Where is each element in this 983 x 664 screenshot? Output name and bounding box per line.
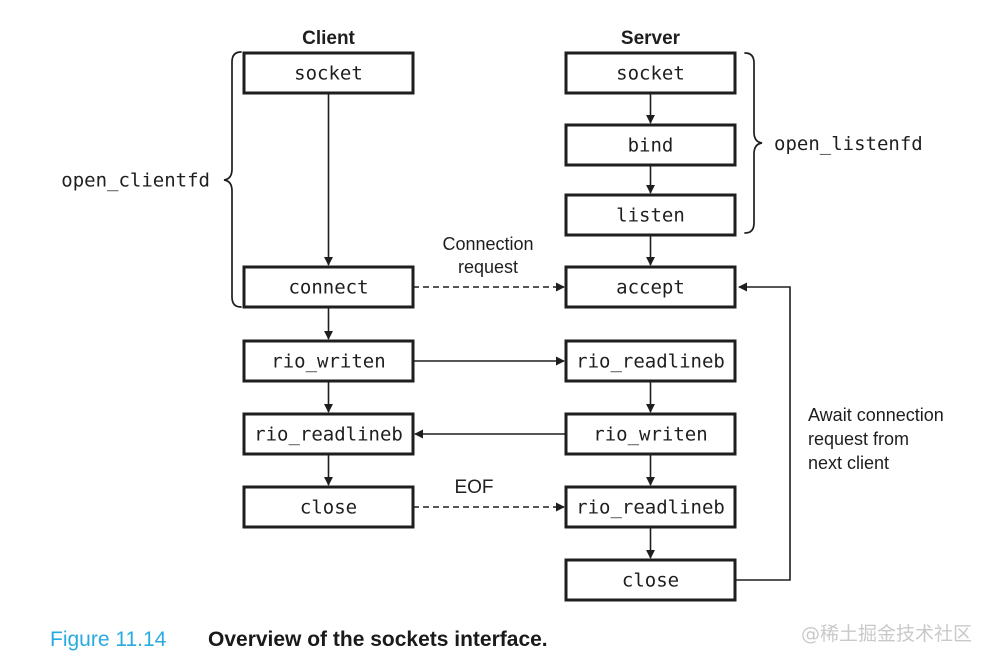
client-close-box: close: [242, 485, 415, 529]
server-accept-label: accept: [616, 277, 685, 299]
server-rio-readlineb1-label: rio_readlineb: [576, 351, 725, 373]
client-rio-writen-box: rio_writen: [242, 339, 415, 383]
server-listen-box: listen: [564, 193, 737, 237]
client-rio-readlineb-label: rio_readlineb: [254, 424, 403, 446]
server-accept-box: accept: [564, 265, 737, 309]
watermark-text: @稀土掘金技术社区: [801, 623, 972, 645]
await-connection-label-line1: Await connection: [808, 405, 944, 425]
server-rio-readlineb1-box: rio_readlineb: [564, 339, 737, 383]
open-clientfd-brace: [223, 51, 242, 308]
server-socket-box: socket: [564, 51, 737, 95]
await-connection-label-line3: next client: [808, 453, 889, 473]
server-rio-readlineb2-label: rio_readlineb: [576, 497, 725, 519]
server-listen-label: listen: [616, 205, 685, 227]
arrow-await-next-client-loop: [735, 282, 791, 581]
server-socket-label: socket: [616, 63, 685, 85]
figure-number-label: Figure 11.14: [50, 628, 167, 651]
open-listenfd-label: open_listenfd: [774, 133, 923, 155]
eof-label: EOF: [454, 477, 493, 498]
client-socket-box: socket: [242, 51, 415, 95]
server-rio-readlineb2-box: rio_readlineb: [564, 485, 737, 529]
connection-request-label-line2: request: [458, 257, 518, 277]
client-rio-readlineb-box: rio_readlineb: [242, 412, 415, 456]
client-socket-label: socket: [294, 63, 363, 85]
open-listenfd-brace: [744, 52, 763, 234]
client-connect-label: connect: [288, 277, 368, 299]
server-close-box: close: [564, 558, 737, 602]
client-close-label: close: [300, 497, 357, 519]
connection-request-label-line1: Connection: [442, 234, 533, 254]
server-rio-writen-label: rio_writen: [593, 424, 707, 446]
server-column-header: Server: [621, 28, 681, 49]
figure-caption-title: Overview of the sockets interface.: [208, 628, 548, 651]
server-rio-writen-box: rio_writen: [564, 412, 737, 456]
server-bind-label: bind: [628, 135, 674, 157]
await-connection-label-line2: request from: [808, 429, 909, 449]
open-clientfd-label: open_clientfd: [61, 170, 210, 192]
server-bind-box: bind: [564, 123, 737, 167]
client-rio-writen-label: rio_writen: [271, 351, 385, 373]
server-close-label: close: [622, 570, 679, 592]
client-connect-box: connect: [242, 265, 415, 309]
client-column-header: Client: [302, 28, 355, 49]
